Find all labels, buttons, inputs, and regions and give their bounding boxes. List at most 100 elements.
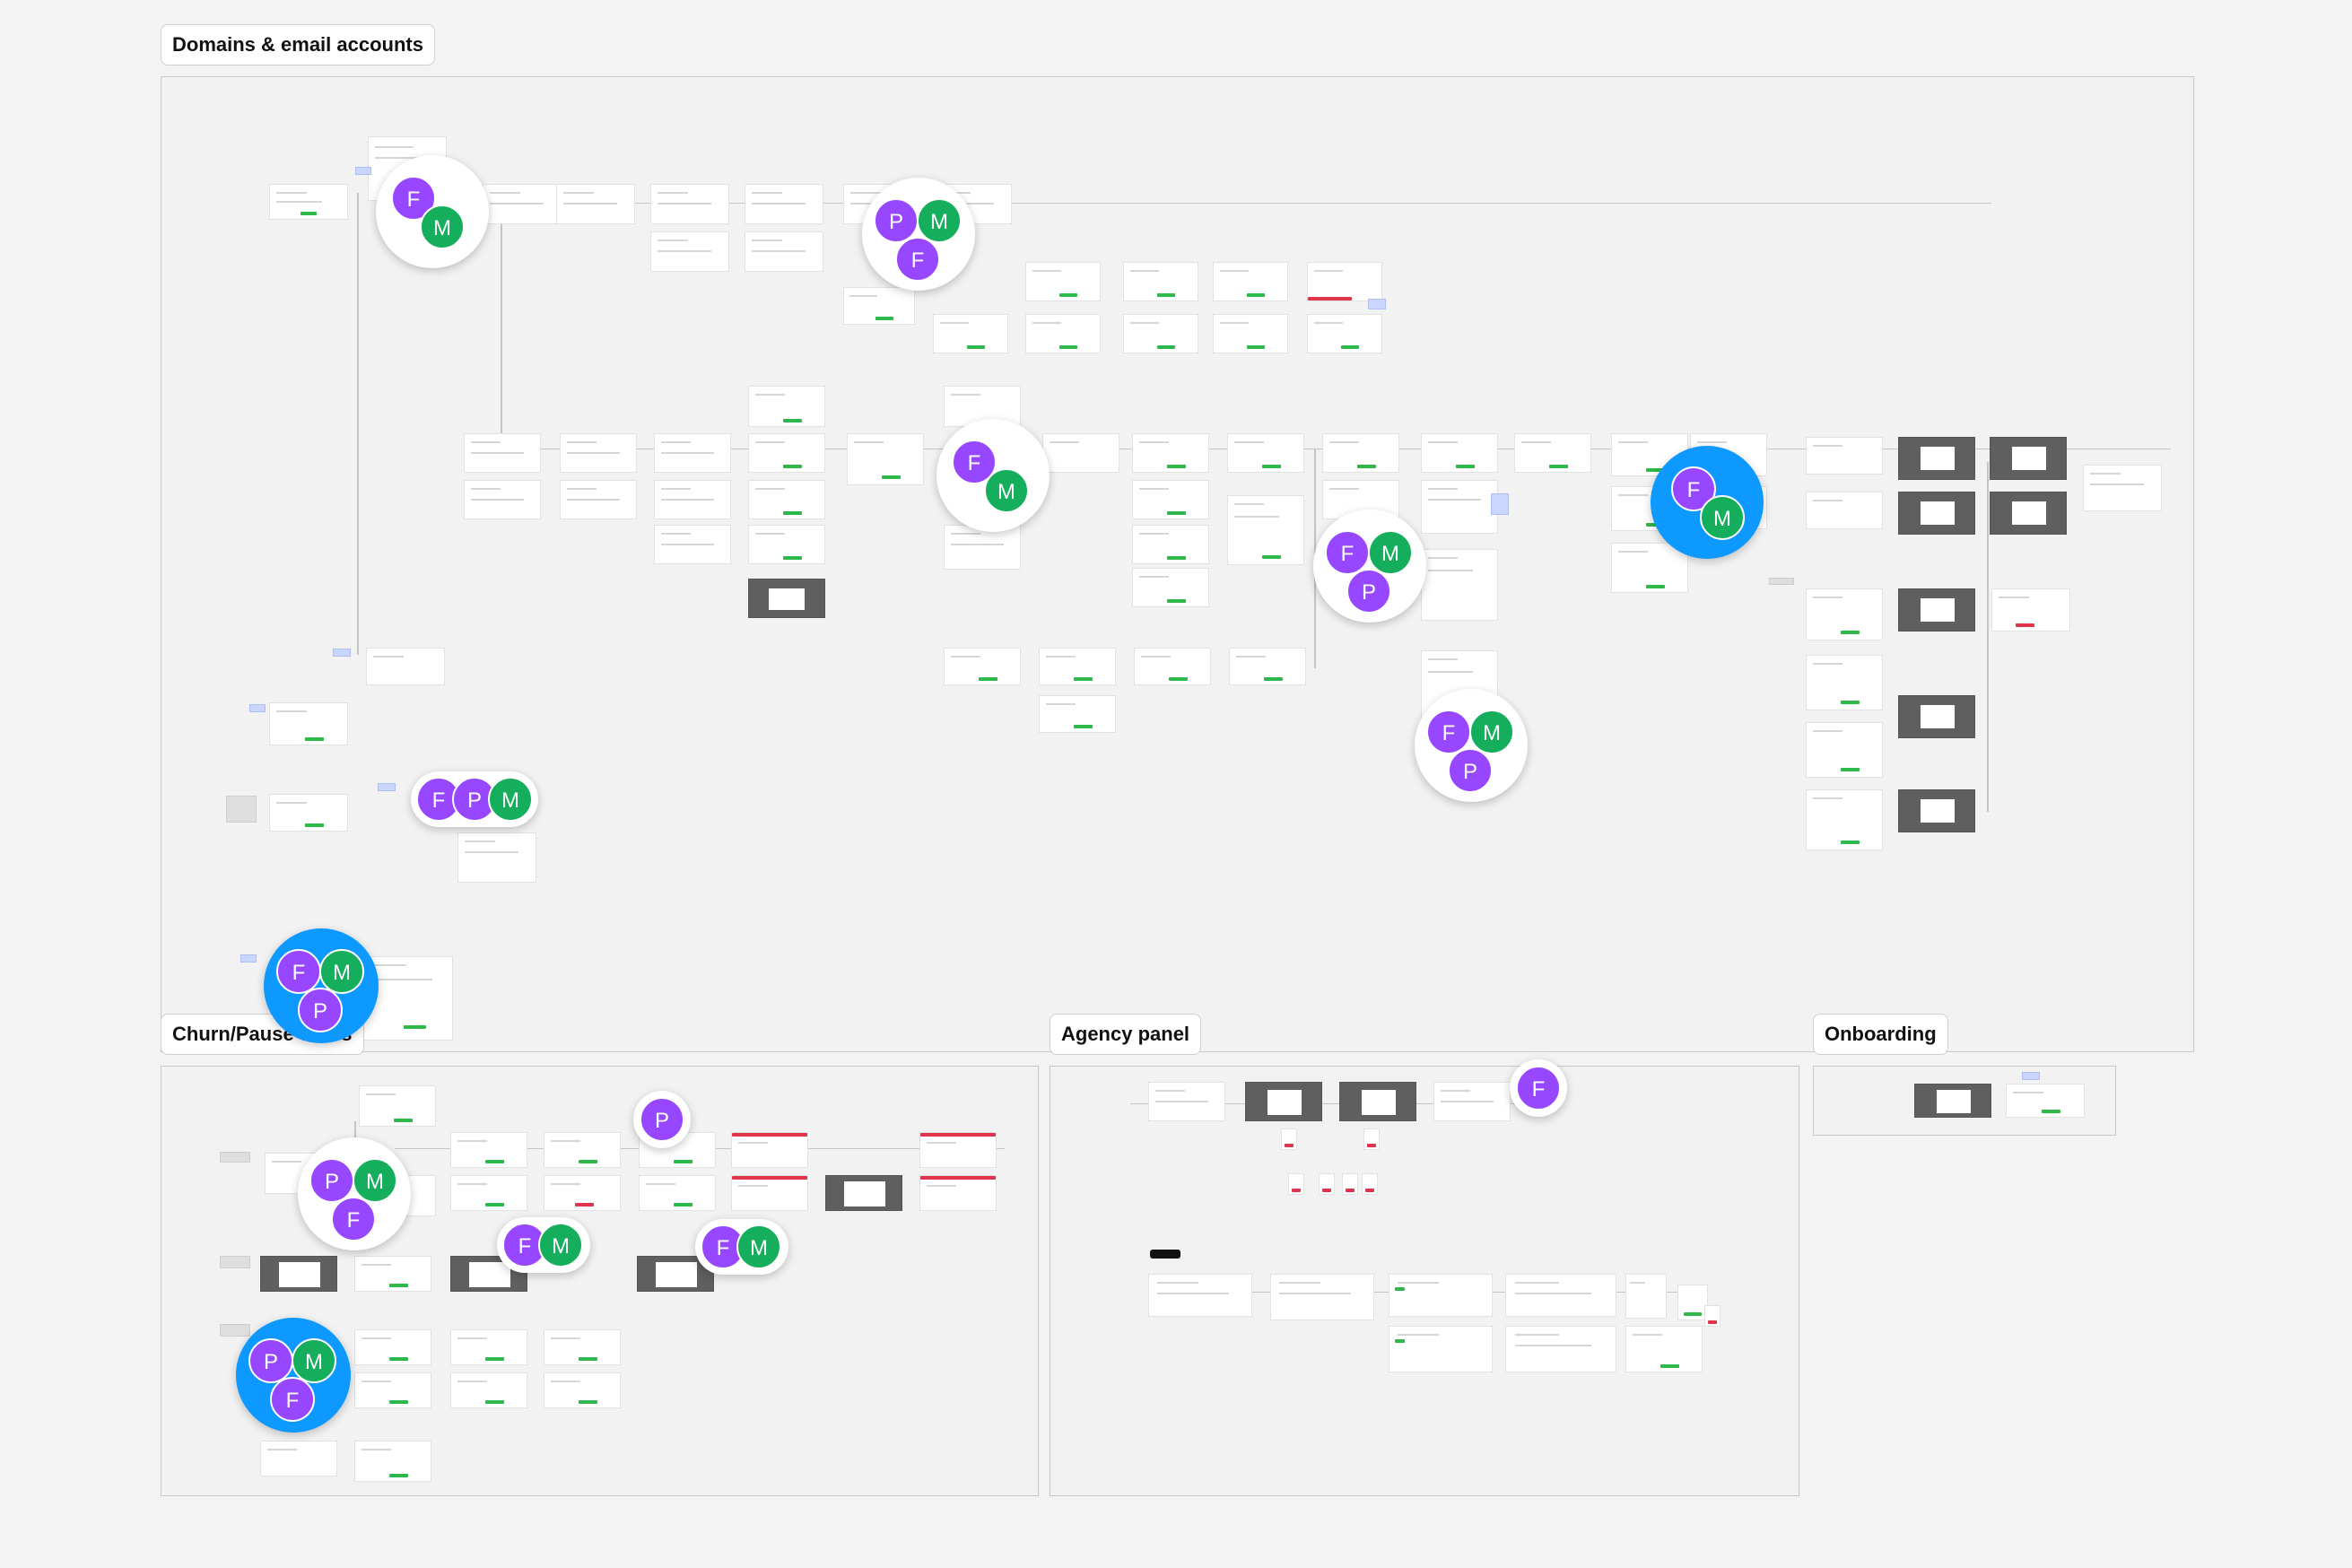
frame-thumbnail[interactable] [483, 184, 562, 224]
frame-thumbnail[interactable] [1227, 433, 1304, 473]
frame-thumbnail[interactable] [919, 1175, 997, 1211]
frame-thumbnail[interactable] [2083, 465, 2162, 511]
frame-thumbnail[interactable] [1806, 437, 1883, 475]
frame-modal-thumbnail[interactable] [1898, 695, 1975, 738]
frame-thumbnail[interactable] [1039, 648, 1116, 685]
avatar[interactable]: M [1469, 710, 1514, 754]
sticky-note[interactable] [1769, 578, 1794, 585]
frame-thumbnail[interactable] [847, 433, 924, 485]
frame-thumbnail[interactable] [654, 433, 731, 473]
collaborator-cursor-group[interactable]: F M [497, 1217, 590, 1273]
frame-thumbnail[interactable] [1704, 1305, 1720, 1327]
frame-thumbnail[interactable] [450, 1175, 527, 1211]
avatar[interactable]: M [736, 1224, 781, 1269]
frame-thumbnail[interactable] [944, 525, 1021, 570]
frame-thumbnail[interactable] [1625, 1274, 1667, 1319]
frame-thumbnail[interactable] [748, 386, 825, 427]
frame-thumbnail[interactable] [1319, 1173, 1335, 1195]
frame-modal-thumbnail[interactable] [260, 1256, 337, 1292]
frame-thumbnail[interactable] [1611, 543, 1688, 593]
frame-thumbnail[interactable] [1307, 262, 1382, 301]
frame-modal-thumbnail[interactable] [825, 1175, 902, 1211]
frame-thumbnail[interactable] [1421, 549, 1498, 621]
frame-thumbnail[interactable] [1270, 1274, 1374, 1320]
toolbar-pill[interactable] [1150, 1250, 1180, 1259]
frame-thumbnail[interactable] [731, 1175, 808, 1211]
collaborator-cursor-group[interactable]: F M [695, 1219, 788, 1275]
frame-thumbnail[interactable] [1363, 1128, 1380, 1150]
frame-thumbnail[interactable] [1322, 433, 1399, 473]
frame-thumbnail[interactable] [1806, 655, 1883, 710]
collaborator-cursor-group[interactable]: F M P [1415, 689, 1528, 802]
sticky-note[interactable] [240, 954, 257, 963]
collaborator-cursor-group-selected[interactable]: F M [1651, 446, 1764, 559]
frame-thumbnail[interactable] [1389, 1274, 1493, 1317]
avatar[interactable]: F [895, 237, 940, 282]
frame-thumbnail[interactable] [1227, 495, 1304, 565]
section-label-onboarding[interactable]: Onboarding [1813, 1014, 1948, 1055]
frame-thumbnail[interactable] [1132, 480, 1209, 519]
frame-thumbnail[interactable] [1806, 722, 1883, 778]
collaborator-cursor-group[interactable]: F P M [411, 771, 538, 827]
avatar[interactable]: P [309, 1158, 354, 1203]
frame-thumbnail[interactable] [269, 184, 348, 220]
avatar[interactable]: P [640, 1097, 684, 1142]
frame-thumbnail[interactable] [1342, 1173, 1358, 1195]
frame-thumbnail[interactable] [260, 1441, 337, 1477]
frame-thumbnail[interactable] [450, 1372, 527, 1408]
frame-thumbnail[interactable] [1025, 262, 1101, 301]
frame-thumbnail[interactable] [1421, 433, 1498, 473]
frame-thumbnail[interactable] [354, 1329, 431, 1365]
frame-thumbnail[interactable] [748, 480, 825, 519]
sticky-note[interactable] [378, 783, 396, 791]
frame-thumbnail[interactable] [269, 794, 348, 832]
frame-thumbnail[interactable] [366, 648, 445, 685]
frame-modal-thumbnail[interactable] [1898, 492, 1975, 535]
frame-thumbnail[interactable] [1025, 314, 1101, 353]
sticky-note[interactable] [220, 1152, 250, 1163]
frame-modal-thumbnail[interactable] [1898, 588, 1975, 632]
frame-thumbnail[interactable] [464, 480, 541, 519]
frame-thumbnail[interactable] [748, 525, 825, 564]
frame-thumbnail[interactable] [354, 1372, 431, 1408]
avatar[interactable]: P [248, 1338, 293, 1383]
frame-thumbnail[interactable] [544, 1372, 621, 1408]
frame-thumbnail[interactable] [1433, 1082, 1511, 1121]
frame-thumbnail[interactable] [1132, 568, 1209, 607]
collaborator-cursor-group[interactable]: F M [376, 155, 489, 268]
sticky-note[interactable] [333, 649, 351, 657]
collaborator-cursor-group[interactable]: P M F [298, 1137, 411, 1250]
frame-thumbnail[interactable] [1213, 314, 1288, 353]
frame-thumbnail[interactable] [654, 480, 731, 519]
avatar[interactable]: M [917, 198, 962, 243]
frame-thumbnail[interactable] [1213, 262, 1288, 301]
frame-thumbnail[interactable] [1389, 1326, 1493, 1372]
frame-thumbnail[interactable] [560, 433, 637, 473]
frame-thumbnail[interactable] [354, 1441, 431, 1482]
section-label-agency[interactable]: Agency panel [1050, 1014, 1202, 1055]
sticky-note[interactable] [220, 1324, 250, 1337]
frame-modal-thumbnail[interactable] [1990, 492, 2067, 535]
frame-modal-thumbnail[interactable] [1339, 1082, 1416, 1121]
frame-thumbnail[interactable] [1806, 588, 1883, 640]
frame-thumbnail[interactable] [269, 702, 348, 745]
avatar[interactable]: F [1516, 1066, 1561, 1111]
frame-thumbnail[interactable] [1806, 492, 1883, 529]
frame-thumbnail[interactable] [650, 231, 729, 272]
sticky-note[interactable] [1491, 493, 1509, 515]
section-domains-email-accounts[interactable] [161, 76, 2194, 1052]
frame-thumbnail[interactable] [919, 1132, 997, 1168]
collaborator-cursor-group-selected[interactable]: F M P [264, 928, 379, 1043]
frame-thumbnail[interactable] [464, 433, 541, 473]
avatar[interactable]: P [1346, 569, 1391, 614]
collaborator-cursor-group-selected[interactable]: P M F [236, 1318, 351, 1433]
avatar[interactable]: M [538, 1223, 583, 1267]
frame-thumbnail[interactable] [745, 184, 823, 224]
sticky-note[interactable] [1368, 299, 1386, 309]
avatar[interactable]: F [331, 1197, 376, 1241]
avatar[interactable]: M [488, 777, 533, 822]
frame-modal-thumbnail[interactable] [1898, 789, 1975, 832]
frame-thumbnail[interactable] [1991, 588, 2070, 632]
frame-thumbnail[interactable] [544, 1132, 621, 1168]
